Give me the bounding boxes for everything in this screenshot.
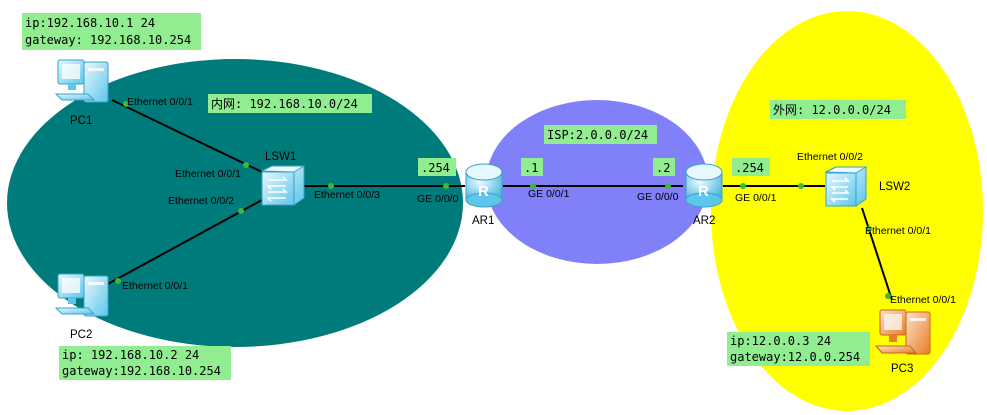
port-dot [530, 183, 536, 189]
svg-text:外网: 12.0.0.0/24: 外网: 12.0.0.0/24 [773, 103, 891, 117]
device-pc1[interactable]: PC1 [54, 59, 109, 127]
addr-tag-ar1-isp: .1 [521, 158, 543, 176]
note-pc3-ip: ip:12.0.0.3 24 [730, 334, 831, 348]
svg-text:R: R [478, 183, 489, 200]
zone-label-inner: 内网: 192.168.10.0/24 [208, 94, 372, 113]
port-dot [798, 183, 804, 189]
port-dot [115, 278, 121, 284]
note-pc3-gateway: gateway:12.0.0.254 [730, 350, 860, 364]
port-label-lsw2-pc3: Ethernet 0/0/1 [865, 225, 931, 237]
addr-tag-ar1-inner: .254 [418, 158, 456, 176]
port-dot [885, 293, 891, 299]
isp-network-zone [486, 100, 708, 264]
port-dots [115, 101, 891, 299]
device-ar2[interactable]: R AR2 [685, 163, 723, 227]
inner-network-zone [7, 59, 463, 347]
port-dot [740, 183, 746, 189]
device-label-pc1: PC1 [70, 115, 92, 127]
device-label-ar2: AR2 [693, 215, 715, 227]
note-pc3: ip:12.0.0.3 24 gateway:12.0.0.254 [727, 332, 870, 366]
router-icon: R [465, 163, 503, 208]
port-dot [328, 183, 334, 189]
port-dot [665, 183, 671, 189]
pc-icon [54, 59, 109, 103]
switch-icon [825, 166, 868, 207]
device-label-lsw1: LSW1 [265, 151, 296, 163]
port-label-lsw1-pc1: Ethernet 0/0/1 [175, 168, 241, 180]
svg-text:.254: .254 [421, 161, 450, 175]
svg-text:.2: .2 [656, 161, 670, 175]
device-label-lsw2: LSW2 [879, 181, 910, 193]
link-lsw2-pc3[interactable] [861, 207, 893, 301]
port-label-ar1-inner: GE 0/0/0 [417, 193, 459, 205]
port-dot [123, 101, 129, 107]
port-label-ar2-outer: GE 0/0/1 [735, 192, 777, 204]
svg-text:.254: .254 [735, 161, 764, 175]
link-pc1-lsw1[interactable] [111, 99, 263, 173]
svg-text:ISP:2.0.0.0/24: ISP:2.0.0.0/24 [547, 128, 648, 142]
pc-icon [874, 309, 931, 355]
port-label-lsw1-pc2: Ethernet 0/0/2 [168, 195, 234, 207]
port-dot [866, 226, 872, 232]
addr-tag-ar2-isp: .2 [653, 158, 675, 176]
device-pc3[interactable]: PC3 [874, 309, 931, 375]
device-ar1[interactable]: R AR1 [465, 163, 503, 227]
device-label-pc2: PC2 [70, 329, 92, 341]
router-icon: R [685, 163, 723, 208]
addr-tag-ar2-outer: .254 [732, 158, 770, 176]
svg-text:内网: 192.168.10.0/24: 内网: 192.168.10.0/24 [211, 97, 358, 111]
link-pc2-lsw1[interactable] [105, 199, 263, 286]
port-label-pc1: Ethernet 0/0/1 [127, 96, 193, 108]
port-label-pc2: Ethernet 0/0/1 [122, 280, 188, 292]
port-label-lsw1-ar1: Ethernet 0/0/3 [314, 189, 380, 201]
port-label-lsw2-ar2: Ethernet 0/0/2 [797, 151, 863, 163]
port-dot [443, 183, 449, 189]
port-dot [238, 208, 244, 214]
port-label-ar1-isp: GE 0/0/1 [528, 188, 570, 200]
switch-icon [261, 165, 306, 206]
port-dot [243, 162, 249, 168]
note-pc1: ip:192.168.10.1 24 gateway: 192.168.10.2… [22, 13, 201, 50]
device-lsw1[interactable]: LSW1 [261, 151, 306, 206]
device-label-ar1: AR1 [472, 215, 494, 227]
device-pc2[interactable]: PC2 [54, 273, 109, 341]
port-label-ar2-isp: GE 0/0/0 [637, 191, 679, 203]
svg-text:.1: .1 [524, 161, 538, 175]
note-pc2-gateway: gateway:192.168.10.254 [62, 364, 221, 378]
svg-text:R: R [698, 183, 709, 200]
note-pc1-ip: ip:192.168.10.1 24 [25, 16, 155, 30]
port-label-pc3: Ethernet 0/0/1 [890, 294, 956, 306]
device-label-pc3: PC3 [891, 363, 913, 375]
note-pc2: ip: 192.168.10.2 24 gateway:192.168.10.2… [59, 346, 231, 380]
zone-label-isp: ISP:2.0.0.0/24 [544, 125, 657, 144]
note-pc2-ip: ip: 192.168.10.2 24 [62, 348, 199, 362]
device-lsw2[interactable]: LSW2 [825, 166, 910, 207]
zone-label-outer: 外网: 12.0.0.0/24 [770, 100, 906, 119]
pc-icon [54, 273, 109, 317]
note-pc1-gateway: gateway: 192.168.10.254 [25, 33, 191, 47]
